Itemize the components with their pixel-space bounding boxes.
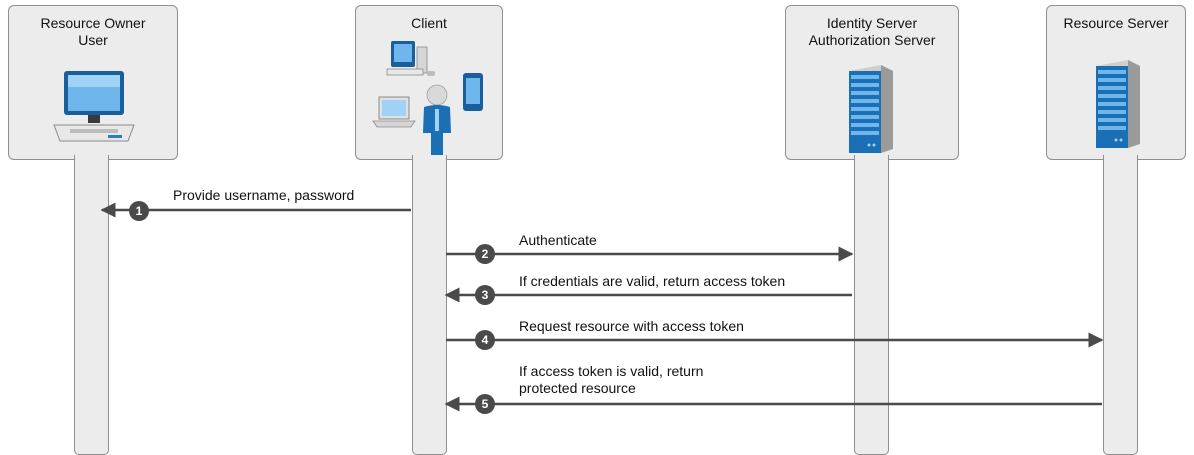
step-badge-3: 3 — [475, 285, 495, 305]
message-label-5: If access token is valid, return protect… — [519, 363, 704, 396]
lane-client: Client — [355, 5, 503, 455]
message-label-2: Authenticate — [519, 232, 597, 248]
lifeline — [1103, 155, 1138, 455]
server-tower-icon — [849, 65, 893, 153]
svg-text:3: 3 — [482, 288, 489, 302]
svg-text:4: 4 — [482, 333, 489, 347]
lifeline — [412, 155, 447, 455]
lane-title: Identity Server Authorization Server — [808, 15, 936, 48]
lane-resource-owner: Resource Owner User — [8, 5, 178, 455]
step-badge-5: 5 — [475, 394, 495, 414]
message-label-4: Request resource with access token — [519, 318, 744, 334]
message-label-1: Provide username, password — [173, 187, 355, 203]
lane-title: Resource Server — [1063, 15, 1169, 31]
server-tower-icon — [1096, 60, 1140, 148]
desktop-computer-icon — [53, 71, 135, 142]
lane-resource-server: Resource Server — [1046, 5, 1186, 455]
svg-text:1: 1 — [136, 204, 143, 218]
message-label-3: If credentials are valid, return access … — [519, 273, 786, 289]
step-badge-1: 1 — [129, 201, 149, 221]
svg-text:5: 5 — [482, 397, 489, 411]
lane-title: Client — [411, 15, 447, 31]
step-badge-2: 2 — [475, 244, 495, 264]
svg-text:2: 2 — [482, 247, 489, 261]
step-badge-4: 4 — [475, 330, 495, 350]
lane-title: Resource Owner User — [40, 15, 146, 48]
client-devices-icon — [372, 41, 483, 155]
